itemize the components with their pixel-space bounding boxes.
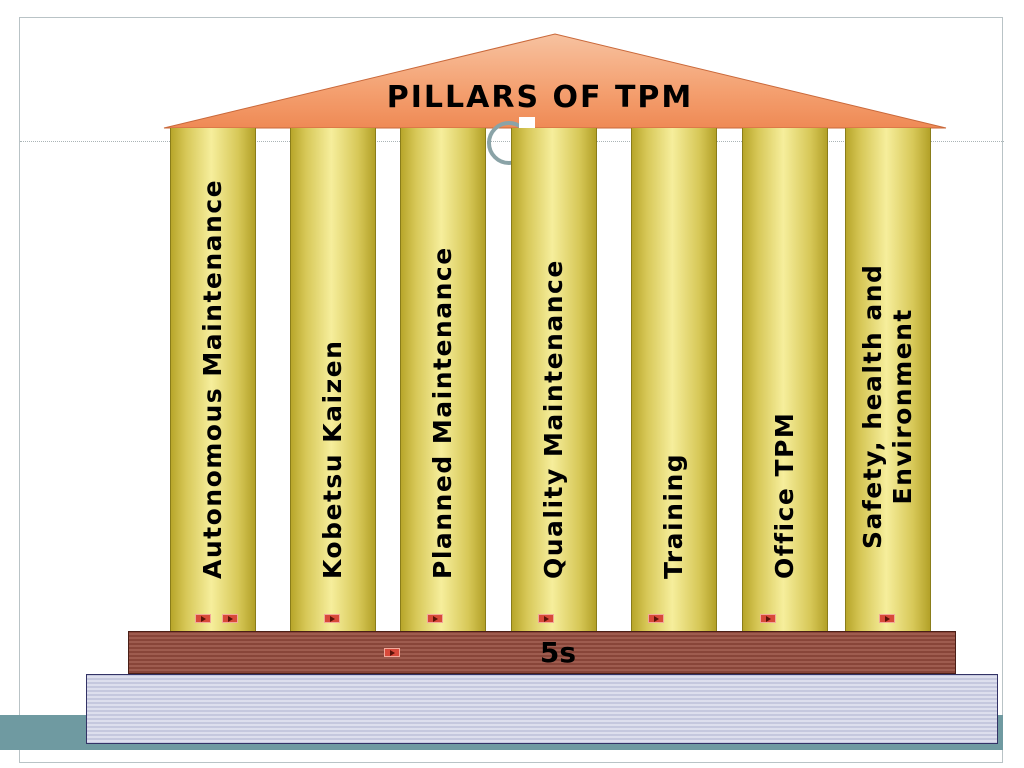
diagram-title: PILLARS OF TPM (386, 80, 694, 115)
pillar-label: Kobetsu Kaizen (318, 340, 348, 579)
play-triangle-icon[interactable] (324, 614, 340, 623)
accent-band-mask (1003, 0, 1024, 768)
pillar-label: Planned Maintenance (428, 246, 458, 579)
foundation-base (86, 674, 998, 744)
pillar-label-line: Kobetsu Kaizen (318, 339, 347, 579)
play-triangle-icon[interactable] (222, 614, 238, 623)
pillar-label: Autonomous Maintenance (198, 179, 228, 579)
pillar-label: Quality Maintenance (539, 259, 569, 579)
pillar-label: Training (659, 453, 689, 579)
play-triangle-icon[interactable] (760, 614, 776, 623)
base-5s (128, 631, 956, 674)
pillar-label-line: Autonomous Maintenance (198, 178, 227, 579)
play-triangle-icon[interactable] (195, 614, 211, 623)
pillar: Planned Maintenance (400, 128, 486, 631)
pillar-label-line: Environment (888, 308, 917, 505)
pillar: Autonomous Maintenance (170, 128, 256, 631)
pillar-label-line: Office TPM (770, 411, 799, 579)
play-triangle-icon[interactable] (648, 614, 664, 623)
pillar-label-line: Safety, health and (858, 263, 887, 549)
play-triangle-icon[interactable] (538, 614, 554, 623)
pillar: Quality Maintenance (511, 128, 597, 631)
pillar: Kobetsu Kaizen (290, 128, 376, 631)
pillar: Training (631, 128, 717, 631)
pillar-label-line: Quality Maintenance (539, 259, 568, 579)
pillar-label: Office TPM (770, 412, 800, 579)
play-triangle-icon[interactable] (384, 648, 400, 657)
pillar-label-line: Training (659, 452, 688, 579)
play-triangle-icon[interactable] (427, 614, 443, 623)
pillar: Office TPM (742, 128, 828, 631)
play-triangle-icon[interactable] (879, 614, 895, 623)
pillar-label-line: Planned Maintenance (428, 246, 457, 579)
base-5s-label: 5s (539, 636, 577, 669)
